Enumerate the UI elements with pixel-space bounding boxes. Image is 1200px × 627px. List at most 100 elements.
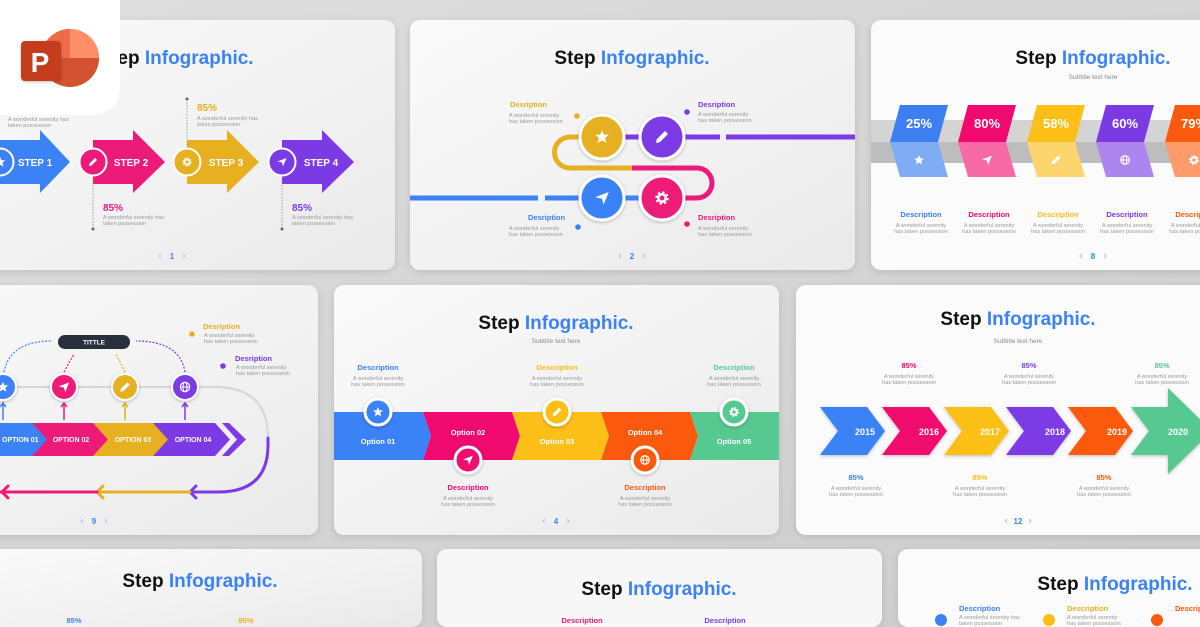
note-text: has taken possession: [509, 119, 563, 125]
slide-nav-arrows[interactable]: [1004, 518, 1032, 524]
note-text: has taken possession: [698, 118, 752, 124]
powerpoint-logo-tile: P: [0, 0, 120, 115]
description-label: Desription: [510, 100, 548, 109]
flow-line: [0, 386, 269, 439]
note-text: A wonderful serenity has: [959, 615, 1020, 621]
slide-nav-arrows[interactable]: [618, 253, 646, 259]
slide-title: Step Infographic.: [122, 571, 277, 592]
slide-title: Step Infographic.: [554, 48, 709, 69]
slide-title: Step Infographic.: [581, 579, 736, 600]
description-label: Description: [1175, 210, 1200, 219]
slide-subtitle: Subtitle text here: [532, 338, 581, 345]
slide-title: Step Infographic.: [478, 313, 633, 334]
step-arrow-1: [0, 130, 70, 193]
step-value: 85%: [1021, 361, 1036, 370]
option-label: Option 01: [361, 437, 396, 446]
slide-8-thumbnail[interactable]: Step Infographic. Subtitle text here 25%…: [871, 20, 1200, 270]
slide-title: Step Infographic.: [1015, 48, 1170, 69]
option-circle: [719, 397, 749, 427]
note-text: taken possession: [197, 122, 240, 128]
note-text: A wonderful serenity has: [197, 116, 258, 122]
note-text: A wonderful serenity has: [103, 215, 164, 221]
note-text: A wonderful serenity: [353, 376, 404, 382]
slide-nav-arrows[interactable]: [1079, 253, 1107, 259]
option-label: Option 04: [628, 428, 663, 437]
step-value: 85%: [1154, 361, 1169, 370]
step-label: STEP 3: [209, 158, 244, 169]
note-text: has taken possession: [707, 382, 761, 388]
slide-row3-middle-thumbnail[interactable]: Step Infographic. Description Descriptio…: [437, 549, 882, 627]
note-text: has taken possession: [1002, 380, 1056, 386]
progress-value: 60%: [1112, 116, 1138, 131]
note-text: A wonderful serenity has: [8, 117, 69, 123]
note-text: A wonderful serenity: [509, 113, 560, 119]
slide-row3-right-thumbnail[interactable]: Step Infographic. Description A wonderfu…: [898, 549, 1200, 627]
note-text: has taken possession: [236, 371, 290, 377]
slide-subtitle: Subtitle text here: [994, 338, 1043, 345]
option-segment: [334, 412, 431, 460]
option-bar-4: [153, 423, 230, 456]
option-label: OPTION 02: [53, 437, 90, 444]
note-text: taken possession: [292, 221, 335, 227]
year-label: 2015: [855, 427, 875, 437]
description-label: Description: [900, 210, 942, 219]
note-text: A wonderful serenity: [532, 376, 583, 382]
progress-box: 25%: [890, 105, 948, 177]
step-1-circle: [0, 147, 15, 177]
slide-2-thumbnail[interactable]: Step Infographic. Desription A wonderful…: [410, 20, 855, 270]
year-label: 2018: [1045, 427, 1065, 437]
slide-row3-left-thumbnail[interactable]: Step Infographic. 85% 85%: [0, 549, 422, 627]
note-text: has taken possession: [1077, 492, 1131, 498]
page-number: 12: [1014, 517, 1023, 526]
option-segment: [512, 412, 609, 460]
slide-1-thumbnail[interactable]: Step Infographic. A wonderful serenity h…: [0, 20, 395, 270]
description-label: Description: [624, 483, 666, 492]
note-text: has taken possession: [1169, 229, 1200, 235]
step-3-circle: [172, 147, 202, 177]
description-label: Description: [357, 363, 399, 372]
step-label: STEP 2: [114, 158, 149, 169]
note-text: A wonderful serenity: [1137, 374, 1188, 380]
year-chevron: [882, 407, 947, 455]
slide-nav-arrows[interactable]: [158, 253, 186, 259]
slide-card: [0, 549, 422, 627]
path-line-pink: [632, 165, 715, 201]
year-label: 2019: [1107, 427, 1127, 437]
note-text: A wonderful serenity: [1171, 223, 1200, 229]
slide-12-thumbnail[interactable]: Step Infographic. Subtitle text here 201…: [796, 285, 1200, 535]
description-label: Description: [447, 483, 489, 492]
note-text: A wonderful serenity: [620, 496, 671, 502]
progress-box: 60%: [1096, 105, 1154, 177]
note-text: has taken possession: [953, 492, 1007, 498]
description-label: Description: [959, 604, 1001, 613]
note-text: has taken possession: [698, 232, 752, 238]
slide-card: [437, 549, 882, 627]
logo-letter: P: [31, 47, 50, 78]
option-label: Option 02: [451, 428, 486, 437]
note-text: A wonderful serenity: [509, 226, 560, 232]
note-text: A wonderful serenity has: [292, 215, 353, 221]
page-number: 2: [630, 252, 635, 261]
slide-nav-arrows[interactable]: [542, 518, 570, 524]
description-label: Description: [1106, 210, 1148, 219]
year-arrow: [1131, 388, 1200, 474]
note-text: A wonderful serenity: [698, 226, 749, 232]
slide-title: Step Infographic.: [98, 48, 253, 69]
note-text: taken possession: [959, 621, 1002, 627]
progress-value: 80%: [974, 116, 1000, 131]
note-text: has taken possession: [1067, 621, 1121, 627]
option-bar-3: [93, 423, 168, 456]
step-value: 85%: [103, 203, 123, 214]
slide-nav-arrows[interactable]: [80, 518, 108, 524]
description-label: Desription: [203, 322, 241, 331]
note-text: has taken possession: [882, 380, 936, 386]
slide-9-thumbnail[interactable]: TITTLE OPTION 01 OPTION 02 OPTION 03 OPT…: [0, 285, 318, 535]
option-label: OPTION 03: [115, 437, 152, 444]
step-value: 85%: [66, 616, 81, 625]
note-text: taken possession: [8, 123, 51, 129]
note-text: A wonderful serenity: [964, 223, 1015, 229]
year-chevron: [1068, 407, 1133, 455]
slide-4-thumbnail[interactable]: Step Infographic. Subtitle text here Opt…: [334, 285, 779, 535]
note-text: has taken possession: [962, 229, 1016, 235]
note-text: has taken possession: [509, 232, 563, 238]
